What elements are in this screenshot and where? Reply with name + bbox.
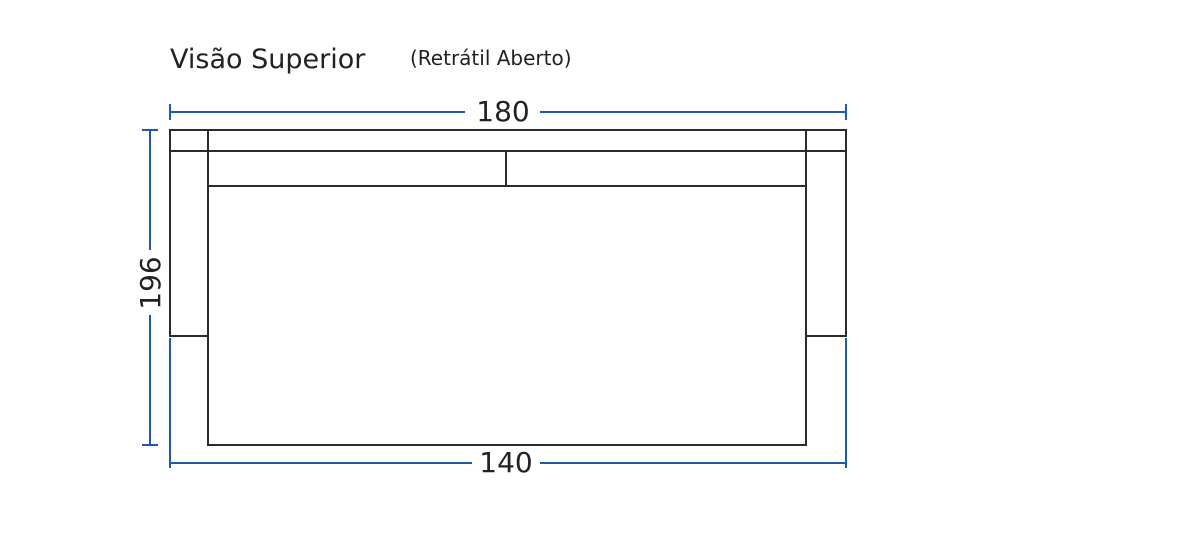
dimension-label-top: 180 <box>476 95 529 128</box>
sofa-back-cushion-left <box>207 150 507 187</box>
sofa-backrest <box>169 129 847 152</box>
view-title: Visão Superior <box>170 44 366 75</box>
dimension-label-height: 196 <box>134 256 167 309</box>
dimension-label-bottom: 140 <box>479 446 532 479</box>
sofa-left-armrest <box>169 129 209 337</box>
sofa-right-armrest <box>805 129 847 337</box>
view-subtitle: (Retrátil Aberto) <box>410 46 572 70</box>
sofa-seat-extended <box>207 185 807 446</box>
dimension-lines <box>142 104 847 468</box>
sofa-outline <box>169 129 847 446</box>
sofa-back-cushion-right <box>505 150 807 187</box>
